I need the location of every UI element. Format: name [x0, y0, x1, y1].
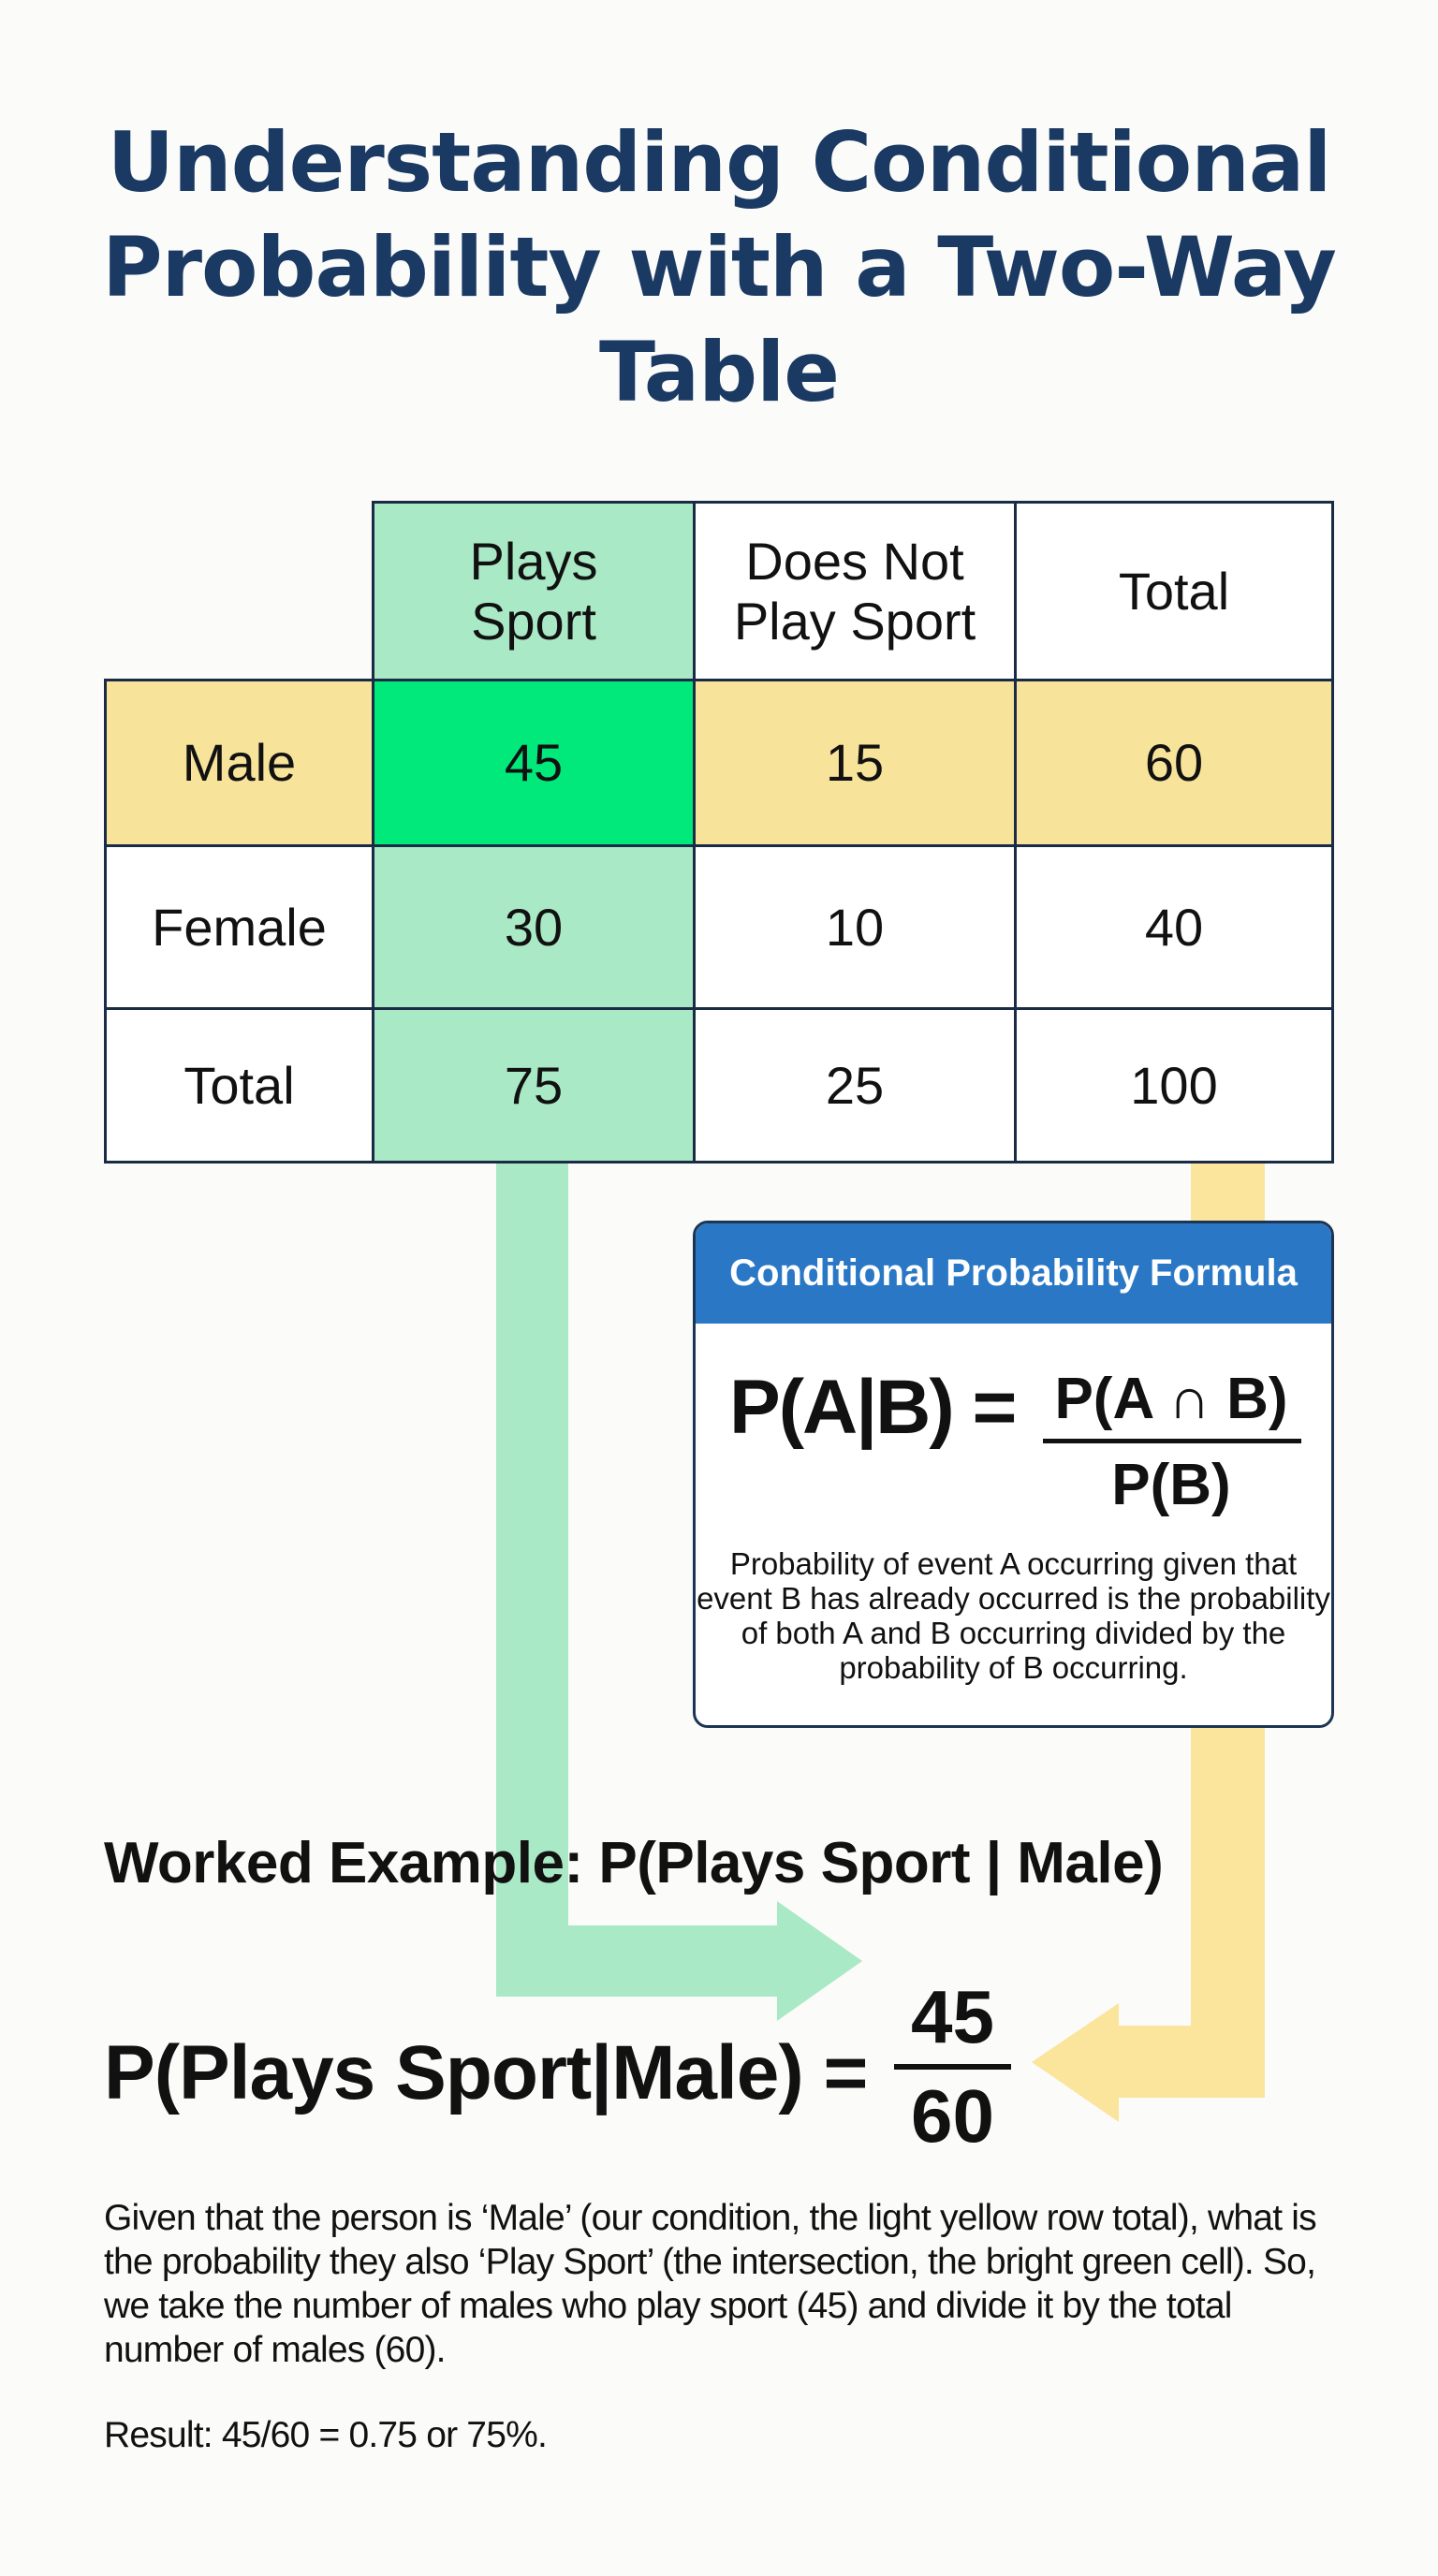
cell-male-does-not-play: 15 — [693, 679, 1017, 847]
column-header-plays-sport: Plays Sport — [372, 501, 696, 681]
cell-female-total: 40 — [1014, 844, 1334, 1010]
cell-female-does-not-play: 10 — [693, 844, 1017, 1010]
cell-grand-total: 100 — [1014, 1007, 1334, 1164]
green-arrow-icon — [496, 1164, 862, 2021]
worked-example-numerator: 45 — [911, 1975, 994, 2058]
worked-example-lhs: P(Plays Sport|Male) = — [104, 2030, 868, 2115]
title-line-2: Probability with a Two-Way — [102, 219, 1337, 315]
formula-card: Conditional Probability Formula P(A|B) =… — [693, 1221, 1334, 1728]
column-header-does-not-play-sport: Does Not Play Sport — [693, 501, 1017, 681]
cell-male-plays-sport: 45 — [372, 679, 696, 847]
worked-example-denominator: 60 — [911, 2074, 994, 2158]
formula-card-header: Conditional Probability Formula — [696, 1223, 1331, 1324]
cell-male-total: 60 — [1014, 679, 1334, 847]
formula-description: Probability of event A occurring given t… — [697, 1546, 1330, 1685]
two-way-table: Plays Sport Does Not Play Sport Total Ma… — [104, 501, 1334, 1164]
title-line-3: Table — [599, 324, 840, 420]
cell-total-does-not-play: 25 — [693, 1007, 1017, 1164]
row-header-female: Female — [104, 844, 374, 1010]
cell-total-plays-sport: 75 — [372, 1007, 696, 1164]
formula-lhs: P(A|B) = — [729, 1365, 1017, 1450]
worked-example-heading: Worked Example: P(Plays Sport | Male) — [104, 1831, 1164, 1895]
worked-example-fraction-bar — [894, 2064, 1011, 2070]
column-header-total: Total — [1014, 501, 1334, 681]
formula-denominator: P(B) — [1111, 1453, 1231, 1517]
page-title: Understanding Conditional Probability wi… — [0, 110, 1438, 425]
formula-fraction-bar — [1043, 1439, 1301, 1443]
row-header-total: Total — [104, 1007, 374, 1164]
formula-numerator: P(A ∩ B) — [1054, 1367, 1288, 1431]
title-line-1: Understanding Conditional — [107, 114, 1332, 211]
worked-example-result: Result: 45/60 = 0.75 or 75%. — [104, 2415, 548, 2455]
cell-female-plays-sport: 30 — [372, 844, 696, 1010]
row-header-male: Male — [104, 679, 374, 847]
worked-example-explanation: Given that the person is ‘Male’ (our con… — [104, 2198, 1317, 2370]
